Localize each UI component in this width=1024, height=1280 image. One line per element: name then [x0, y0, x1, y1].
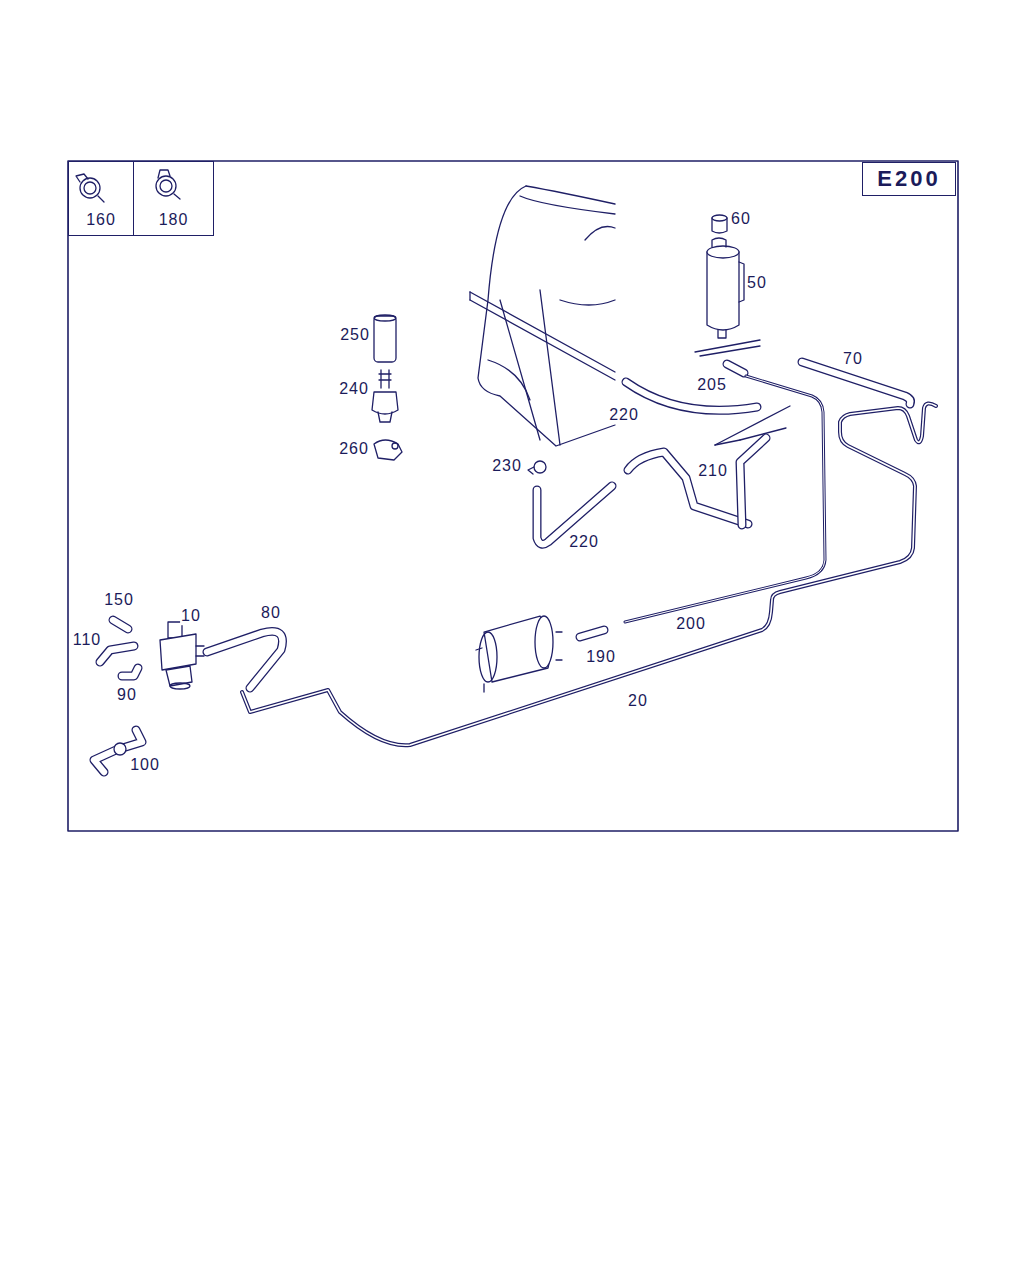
callout-number: 50: [746, 274, 768, 292]
callout-number: 260: [338, 440, 370, 458]
valve: [160, 622, 204, 689]
callout-number: 200: [675, 615, 707, 633]
part-cell: 180: [133, 161, 214, 236]
frame: [68, 161, 958, 831]
filter-canister: [476, 616, 562, 692]
fuel-tank: [470, 186, 615, 446]
callout-number: 240: [338, 380, 370, 398]
callout-number: 80: [260, 604, 282, 622]
part-number: 160: [86, 211, 116, 229]
callout-number: 100: [129, 756, 161, 774]
part-number: 180: [159, 211, 189, 229]
callout-number: 210: [697, 462, 729, 480]
clip: [528, 461, 546, 474]
callout-number: 205: [696, 376, 728, 394]
callout-number: 150: [103, 591, 135, 609]
model-badge: E200: [862, 162, 956, 196]
clamp-icon: [76, 174, 104, 202]
callout-number: 10: [180, 607, 202, 625]
callout-number: 90: [116, 686, 138, 704]
callout-number: 60: [730, 210, 752, 228]
part-cell: 160: [68, 161, 134, 236]
callout-number: 70: [842, 350, 864, 368]
callout-number: 20: [627, 692, 649, 710]
callout-number: 220: [608, 406, 640, 424]
callout-number: 230: [491, 457, 523, 475]
callout-number: 220: [568, 533, 600, 551]
clamp-icon: [156, 170, 180, 199]
callout-number: 110: [72, 631, 103, 649]
callout-number: 250: [339, 326, 371, 344]
canister: [707, 238, 744, 338]
fitting-parts: [372, 315, 402, 460]
callout-number: 190: [585, 648, 617, 666]
cap: [712, 215, 727, 233]
model-name: E200: [877, 166, 940, 192]
